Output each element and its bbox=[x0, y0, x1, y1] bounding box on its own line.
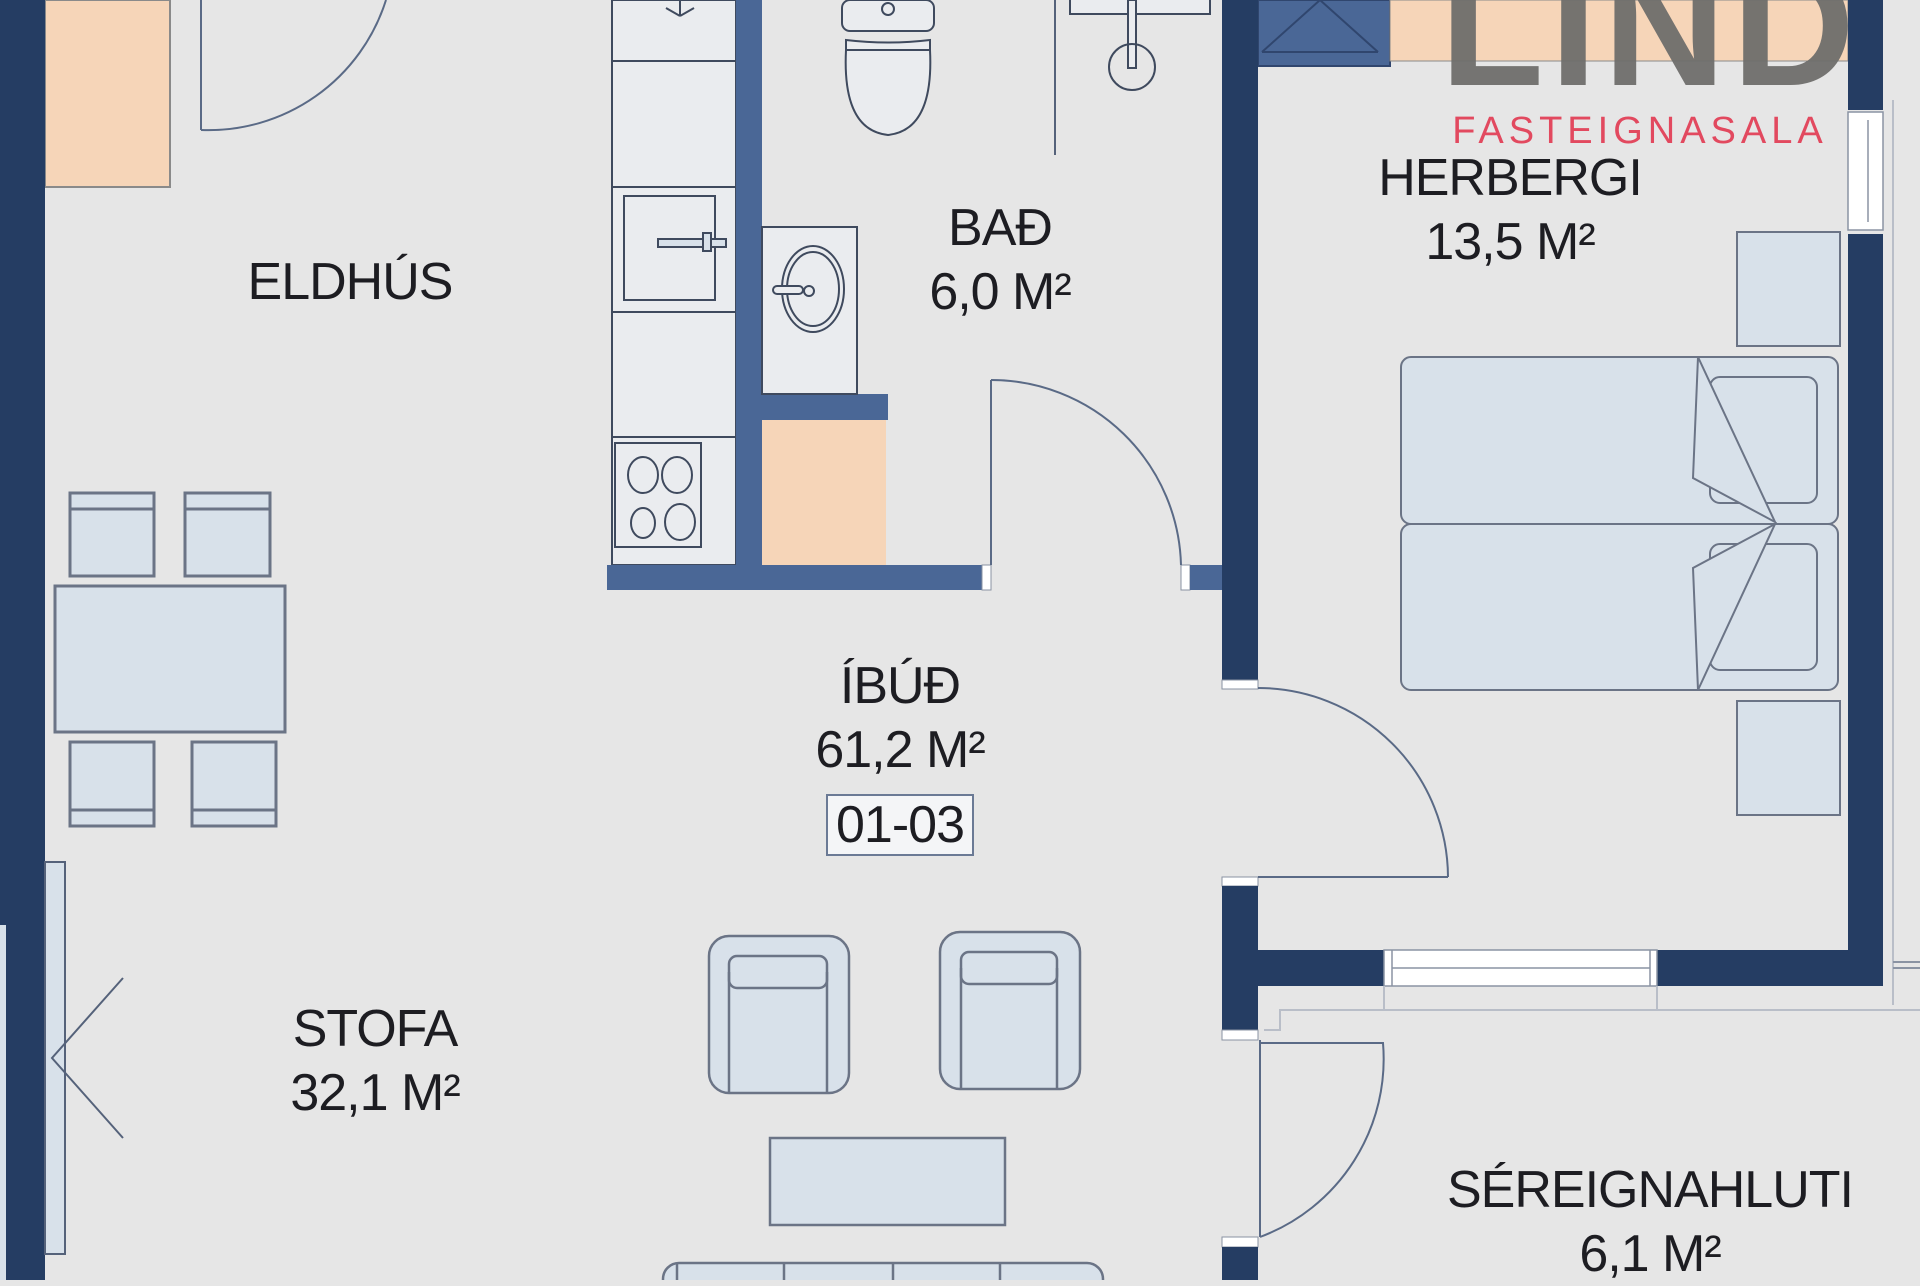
room-label-sereignahluti: SÉREIGNAHLUTI 6,1 M² bbox=[1420, 1158, 1880, 1286]
bedroom-door bbox=[1257, 687, 1449, 878]
balcony-outline bbox=[1264, 100, 1920, 1031]
dining-set bbox=[53, 491, 287, 828]
nightstand bbox=[1736, 231, 1841, 347]
bath-door bbox=[990, 379, 1182, 566]
dining-chair bbox=[68, 491, 156, 578]
bath-wall-bottom bbox=[607, 565, 982, 590]
living-furniture bbox=[661, 930, 1105, 1280]
bath-sink bbox=[761, 226, 858, 395]
entry-door-top-left bbox=[200, 0, 387, 132]
room-name: SÉREIGNAHLUTI bbox=[1447, 1161, 1854, 1219]
unit-number-badge: 01-03 bbox=[826, 794, 974, 856]
room-area: 32,1 M² bbox=[290, 1064, 460, 1122]
kitchen-faucet bbox=[657, 238, 727, 248]
dining-chair bbox=[68, 740, 156, 828]
bath-wall-bottom-right bbox=[1190, 565, 1224, 590]
storage-block bbox=[44, 0, 171, 188]
coffee-table bbox=[768, 1136, 1007, 1227]
room-area: 6,0 M² bbox=[929, 263, 1071, 321]
bedroom-peach-block bbox=[1389, 0, 1849, 62]
dining-table bbox=[53, 584, 287, 734]
room-label-herbergi: HERBERGI 13,5 M² bbox=[1360, 146, 1660, 274]
outer-wall-right bbox=[1848, 0, 1883, 110]
toilet bbox=[841, 0, 935, 137]
room-area: 6,1 M² bbox=[1579, 1225, 1721, 1283]
door-jamb bbox=[1221, 679, 1259, 690]
kitchen-counter bbox=[611, 0, 737, 566]
bath-wall-inner bbox=[736, 394, 888, 420]
logo-subtitle: FASTEIGNASALA bbox=[1452, 110, 1828, 152]
room-label-stofa: STOFA 32,1 M² bbox=[260, 997, 490, 1125]
nightstand bbox=[1736, 700, 1841, 816]
unit-name: ÍBÚÐ bbox=[839, 657, 961, 715]
outer-wall-right-lower bbox=[1848, 234, 1883, 986]
room-area: 13,5 M² bbox=[1425, 213, 1595, 271]
wall-bedroom-left bbox=[1222, 0, 1258, 680]
logo-brand: LIND bbox=[1440, 0, 1861, 122]
room-name: STOFA bbox=[292, 1000, 459, 1058]
sofa bbox=[661, 1261, 1105, 1280]
window-left bbox=[44, 861, 66, 1255]
room-name: HERBERGI bbox=[1378, 149, 1643, 207]
unit-area: 61,2 M² bbox=[815, 721, 985, 779]
storage-door bbox=[1221, 1029, 1385, 1280]
outer-wall-left bbox=[0, 0, 45, 1280]
bedroom-window bbox=[1383, 949, 1658, 987]
shaft-block bbox=[762, 420, 886, 565]
window-right bbox=[1847, 111, 1884, 231]
wall-bedroom-bottom-left bbox=[1258, 950, 1384, 986]
dining-chair bbox=[190, 740, 278, 828]
door-jamb bbox=[981, 564, 992, 591]
bed bbox=[1400, 231, 1841, 816]
unit-label: ÍBÚÐ 61,2 M² 01-03 bbox=[760, 654, 1040, 857]
wall-bedroom-bottom-right bbox=[1657, 950, 1883, 986]
bath-wall-left bbox=[736, 0, 762, 565]
brand-logo: LIND FASTEIGNASALA bbox=[1440, 0, 1861, 153]
room-label-eldhus: ELDHÚS bbox=[230, 250, 470, 314]
room-name: BAÐ bbox=[948, 199, 1053, 257]
room-name: ELDHÚS bbox=[247, 253, 454, 311]
shower-fixture bbox=[1069, 0, 1211, 91]
outer-wall-left-outside bbox=[0, 925, 6, 1280]
dining-chair bbox=[183, 491, 272, 578]
wall-bedroom-left-lower bbox=[1222, 886, 1258, 1040]
hood-icon bbox=[665, 0, 695, 17]
bedroom-shaft bbox=[1257, 0, 1391, 67]
room-label-bad: BAÐ 6,0 M² bbox=[900, 196, 1100, 324]
door-jamb bbox=[1221, 876, 1259, 887]
door-jamb bbox=[1180, 564, 1191, 591]
window-opening-mark bbox=[50, 977, 124, 1139]
